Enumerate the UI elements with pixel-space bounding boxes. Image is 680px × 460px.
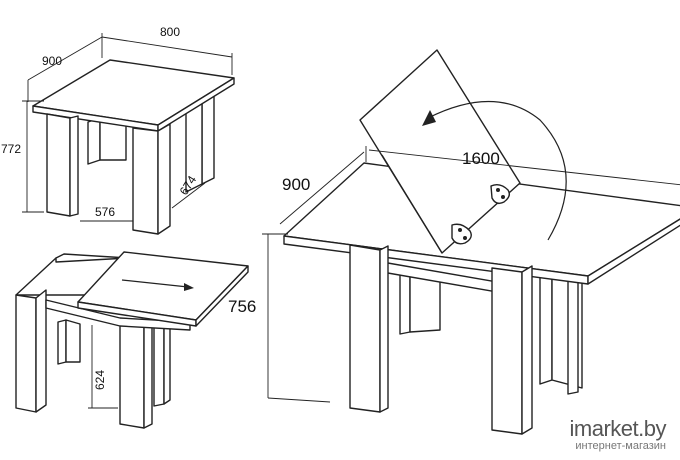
- sliding-height-label: 624: [93, 370, 107, 390]
- open-depth-label: 900: [282, 175, 310, 194]
- hinge-icon: [451, 223, 472, 245]
- open-table-dimensions: [262, 146, 680, 403]
- open-width-label: 1600: [462, 149, 500, 168]
- closed-table-dimensions: [22, 33, 233, 222]
- closed-table-drawing: [32, 59, 235, 235]
- sliding-table-drawing: [15, 251, 249, 429]
- small-depth-label: 900: [42, 54, 62, 68]
- watermark-logo: imarket.by интернет-магазин: [569, 416, 667, 453]
- small-height-label: 772: [1, 142, 21, 156]
- sliding-table-dimensions: [88, 325, 118, 409]
- rotation-arrow-icon: [427, 100, 567, 241]
- watermark-brand: imarket.by: [569, 416, 667, 441]
- open-height-label: 756: [228, 297, 256, 316]
- small-width-label: 800: [160, 25, 180, 39]
- leg-gap-label: 576: [95, 205, 115, 219]
- hinge-icon: [490, 183, 511, 205]
- watermark-tagline: интернет-магазин: [575, 440, 666, 452]
- open-table-drawing: [283, 49, 680, 435]
